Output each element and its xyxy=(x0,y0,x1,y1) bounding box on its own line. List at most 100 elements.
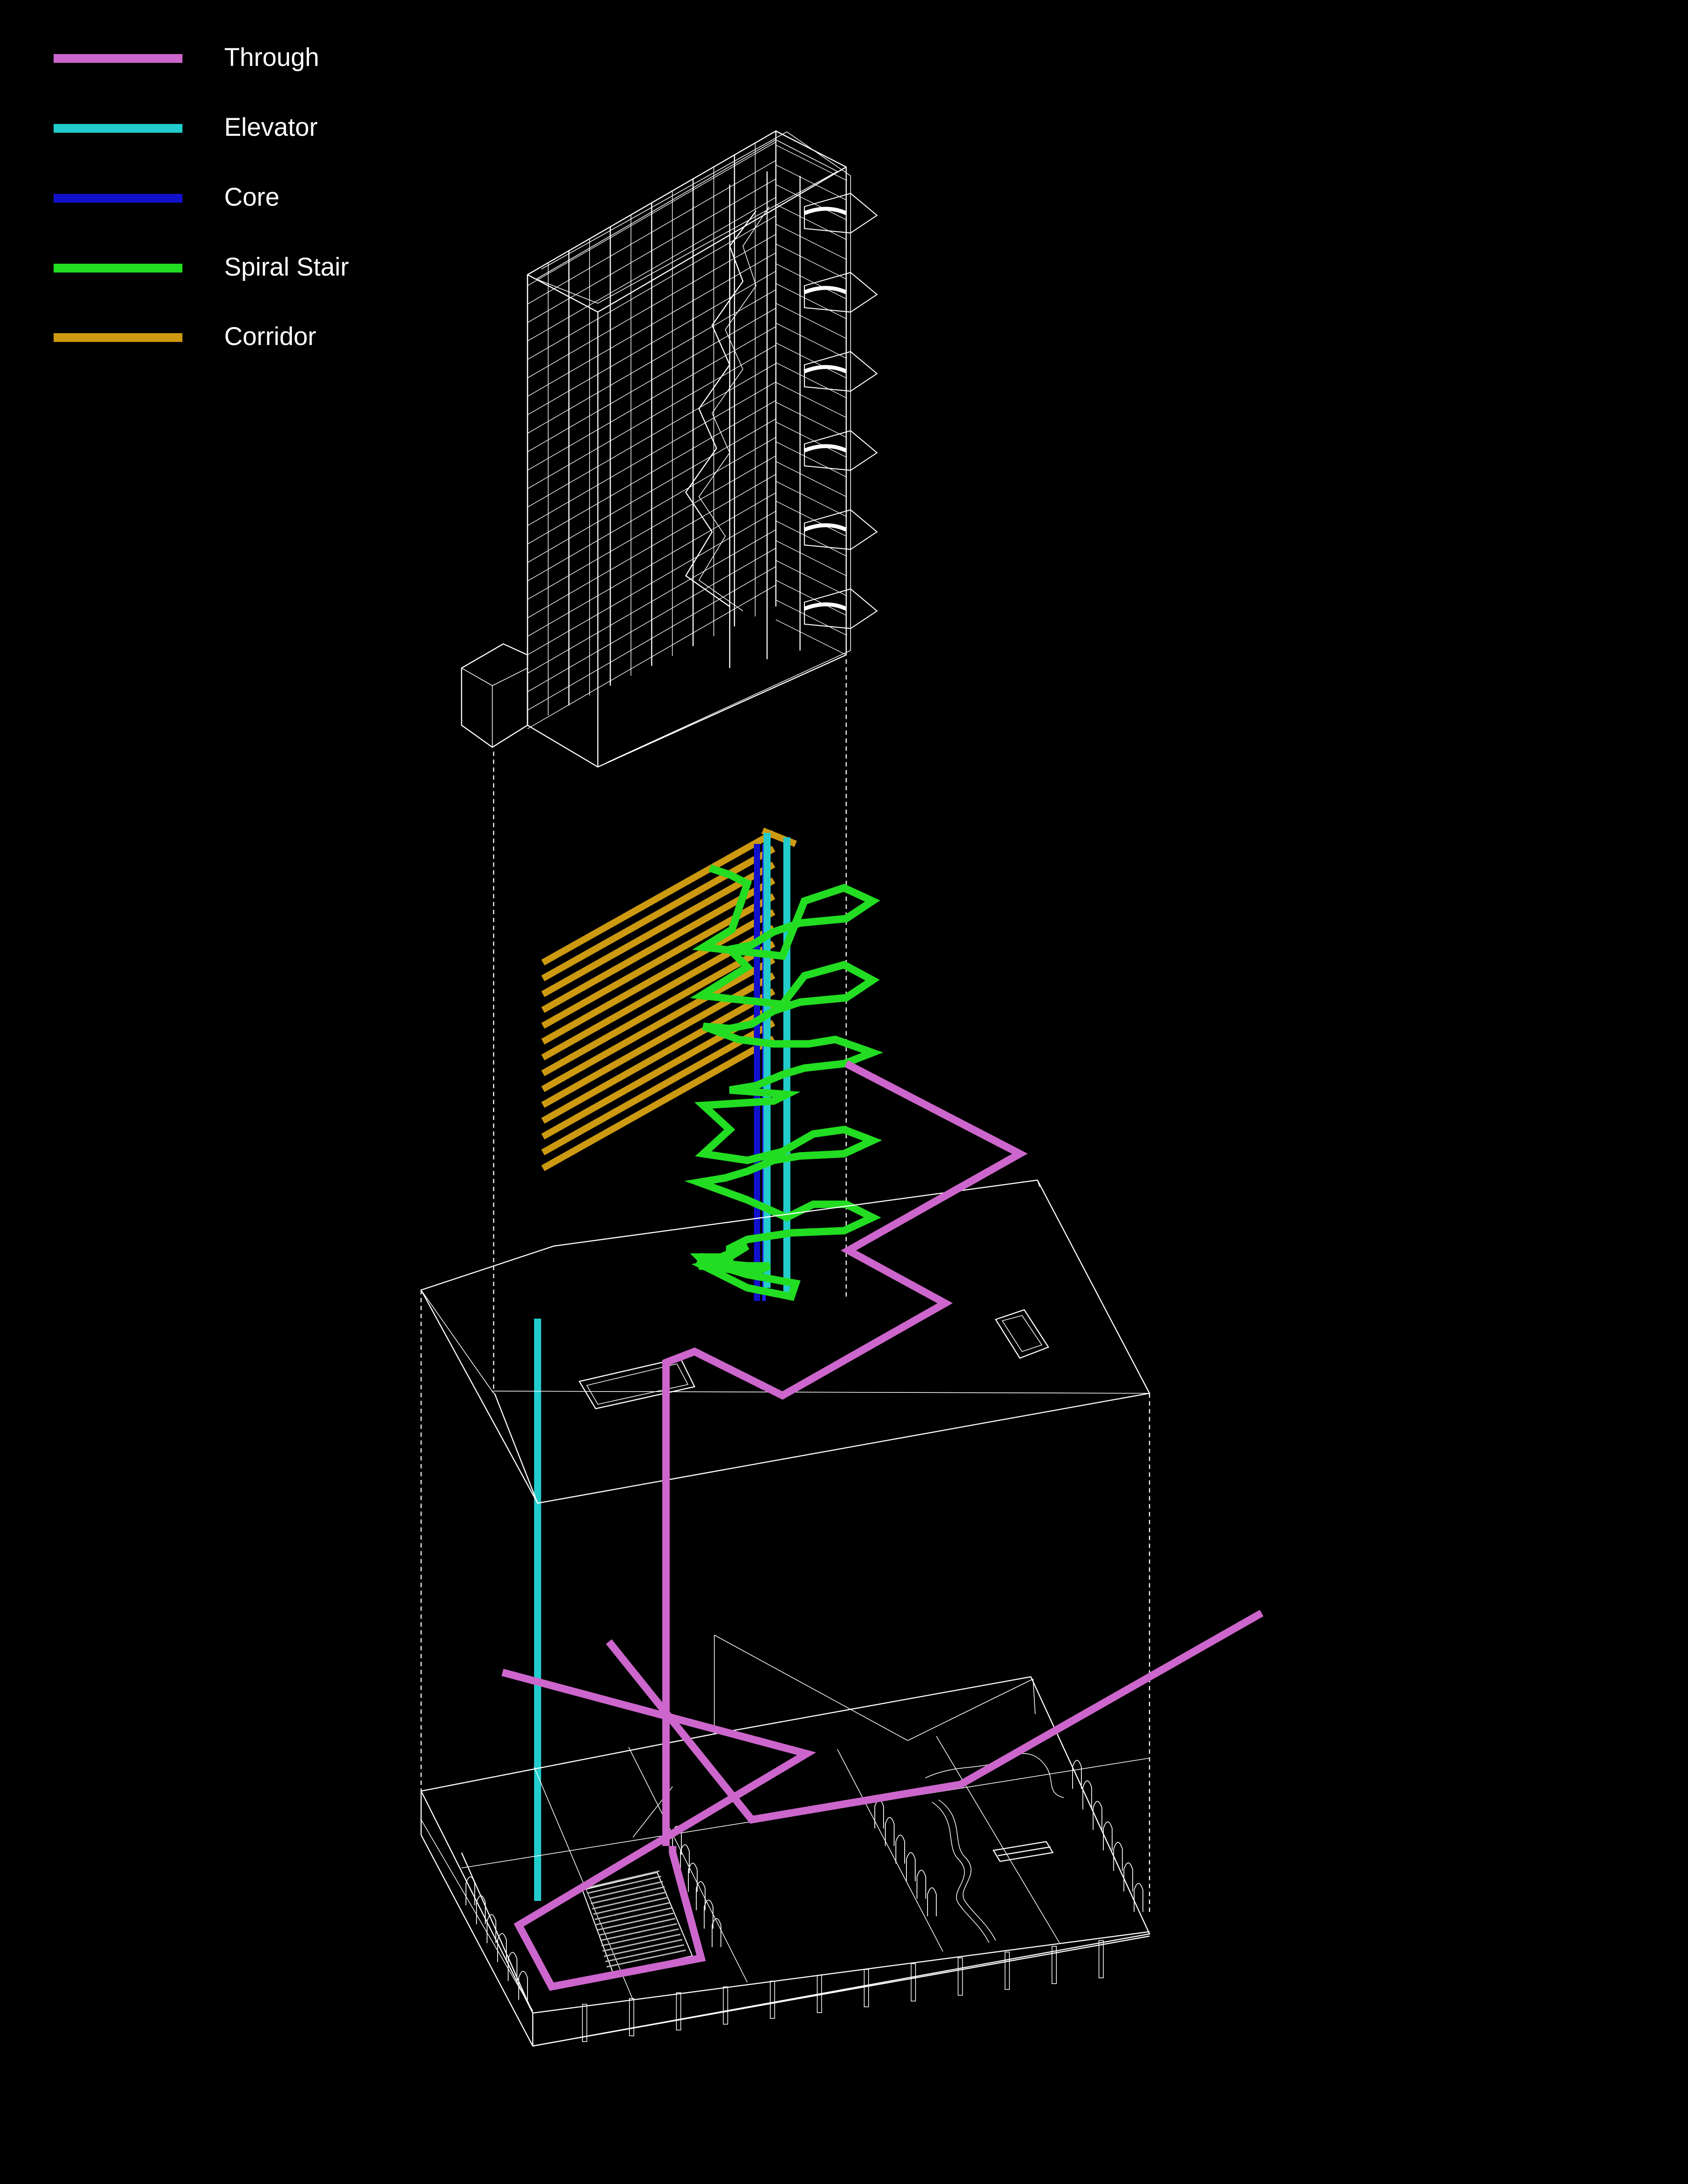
tower-floor-line xyxy=(527,382,776,526)
corridor-line xyxy=(541,846,775,981)
ground-floor-arch-right xyxy=(1082,1780,1092,1810)
ground-floor-water-feature-3 xyxy=(925,1753,1064,1798)
tower-stair-loop xyxy=(804,193,878,234)
tower-stair-loop xyxy=(804,351,878,392)
ground-floor-stair-tread xyxy=(589,1881,663,1899)
ground-floor-stair-tread xyxy=(601,1928,679,1947)
podium-roof-back-right xyxy=(1037,1180,1040,1187)
ground-floor-arch-left xyxy=(508,1952,517,1981)
tower-floor-line xyxy=(527,271,776,415)
ground-floor-arch-mid xyxy=(927,1887,937,1916)
tower-floor-line xyxy=(527,289,776,434)
tower-floor-line xyxy=(527,178,776,323)
tower-stair-loop xyxy=(804,272,878,313)
tower-stair-loop xyxy=(804,430,878,471)
projection-lines xyxy=(420,659,1150,1912)
tower-top-edge xyxy=(527,166,847,313)
legend-label-corridor: Corridor xyxy=(224,322,316,351)
ground-floor-column xyxy=(1099,1940,1104,1978)
tower-side-floor-line xyxy=(775,560,847,596)
corridor-line xyxy=(541,1036,775,1171)
tower-stair-loop xyxy=(804,509,878,550)
ground-floor-stair-tread xyxy=(605,1944,684,1962)
through-route-ground-b xyxy=(606,1610,1264,1824)
legend-label-core: Core xyxy=(224,183,280,211)
legend-item-spiral-stair: Spiral Stair xyxy=(54,253,349,281)
tower-floor-line xyxy=(527,455,776,600)
ground-floor-column xyxy=(629,1998,634,2036)
ground-floor-stair-tread xyxy=(592,1891,667,1910)
tower-floor-line xyxy=(527,511,776,655)
corridor-line xyxy=(541,861,775,997)
ground-floor-stair-tread xyxy=(596,1907,672,1926)
ground-floor-arch-right xyxy=(1092,1801,1102,1830)
ground-floor-arches xyxy=(466,1760,1143,2000)
corridor-line xyxy=(541,877,775,1013)
tower-floor-line xyxy=(527,363,776,508)
tower-side-floor-line xyxy=(775,461,847,497)
tower-stair-tread xyxy=(804,602,847,611)
tower-floor-line xyxy=(527,418,776,563)
tower-front-face xyxy=(527,130,847,768)
tower-side-floor-line xyxy=(775,362,847,398)
tower-side-floor-line xyxy=(775,263,847,299)
ground-floor-stair-tread xyxy=(606,1949,686,1968)
tower-wireframe xyxy=(461,130,878,768)
tower-side-floor-line xyxy=(775,402,847,438)
tower-side-floor-line xyxy=(775,342,847,378)
podium-roof-front-edge xyxy=(494,1393,538,1504)
ground-floor-stair-tread xyxy=(602,1933,681,1952)
tower-side-floor-line xyxy=(775,580,847,616)
tower-stair-loop xyxy=(804,588,878,629)
tower-floor-line xyxy=(527,197,776,342)
tower-side-floor-line xyxy=(775,441,847,477)
ground-floor-arch-mid xyxy=(895,1835,905,1864)
podium-roof-skylight-2 xyxy=(995,1309,1049,1359)
tower-side-floor-line xyxy=(775,303,847,339)
tower-floor-line xyxy=(527,566,776,711)
ground-floor-back-wall-5 xyxy=(1033,1679,1036,1715)
tower-side-floor-line xyxy=(775,164,847,200)
legend-item-through: Through xyxy=(54,43,319,72)
ground-floor-column xyxy=(957,1957,963,1996)
ground-floor-arch-center xyxy=(696,1881,706,1910)
tower-entry-box-edge3 xyxy=(492,668,528,686)
ground-floor-arch-left xyxy=(497,1933,507,1962)
tower-side-floor-line xyxy=(775,422,847,458)
ground-floor-arch-left xyxy=(518,1971,528,2000)
ground-floor-stair-tread xyxy=(597,1912,674,1931)
ground-floor-arch-left xyxy=(487,1914,496,1943)
tower-floor-line xyxy=(527,160,776,305)
ground-floor-wireframe xyxy=(420,1635,1150,2047)
ground-floor-column xyxy=(770,1980,775,2019)
tower-side-floor-line xyxy=(775,600,847,636)
tower-floor-line xyxy=(527,529,776,674)
legend-label-elevator: Elevator xyxy=(224,113,318,142)
tower-entry-box xyxy=(461,643,528,748)
ground-floor-arch-left xyxy=(466,1876,475,1905)
legend-label-spiral-stair: Spiral Stair xyxy=(224,253,349,281)
tower-floor-line xyxy=(527,308,776,452)
ground-floor-columns xyxy=(582,1940,1104,2042)
ground-floor-back-wall-3 xyxy=(907,1679,1033,1741)
tower-floor-line xyxy=(527,400,776,545)
core-lines xyxy=(754,844,766,1301)
ground-floor-front-top xyxy=(532,1931,1150,2014)
legend: Through Elevator Core Spiral Stair Corri… xyxy=(54,43,349,351)
corridor-line xyxy=(541,909,775,1045)
podium-roof-skylight-1 xyxy=(578,1357,695,1410)
tower-side-floor-line xyxy=(775,224,847,260)
ground-floor-arch-center xyxy=(680,1844,690,1873)
tower-floor-lines xyxy=(527,142,776,729)
ground-floor-stair-tread xyxy=(590,1886,665,1904)
podium-roof-inner-1 xyxy=(492,1391,1150,1394)
tower-floor-line xyxy=(527,345,776,489)
ground-floor-column xyxy=(1051,1946,1057,1984)
ground-floor-arch-right xyxy=(1113,1842,1123,1871)
ground-floor-stair-tread xyxy=(586,1870,660,1889)
tower-side-floor-line xyxy=(775,501,847,537)
tower-side-floor-line xyxy=(775,323,847,359)
corridor-line xyxy=(541,956,775,1092)
podium-roof-skylight-1-inner xyxy=(586,1363,689,1405)
